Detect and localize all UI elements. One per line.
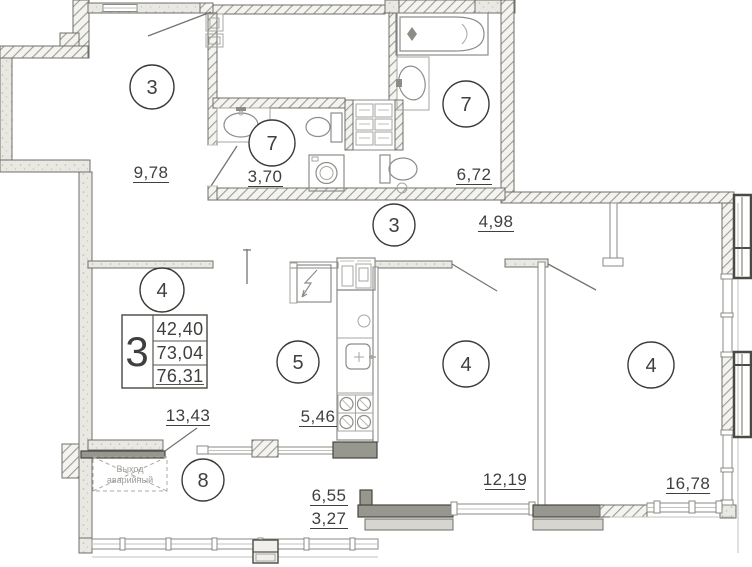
room-number-living: 4 xyxy=(156,280,167,302)
area-label-hall-top: 9,78 xyxy=(134,163,169,182)
exterior-walls xyxy=(0,0,737,554)
kitchen-sink-icon xyxy=(345,343,376,370)
stamp-living-area: 42,40 xyxy=(156,319,203,339)
area-label-kitchen: 5,46 xyxy=(301,407,336,426)
stamp-area: 73,04 xyxy=(156,343,203,363)
area-label-hall-right: 4,98 xyxy=(479,212,514,231)
area-label-bedroom-2: 16,78 xyxy=(666,474,711,493)
bathtub xyxy=(395,12,489,56)
facade-frame-top xyxy=(732,193,752,280)
area-label-bathroom: 6,72 xyxy=(457,165,492,184)
room-number-wc-small: 7 xyxy=(266,133,277,155)
wc-toilet xyxy=(305,112,343,143)
bathroom-sink xyxy=(396,56,430,111)
room-area-labels: 9,78 3,70 6,72 4,98 13,43 5,46 12,19 16,… xyxy=(133,163,710,529)
stamp-total-area: 76,31 xyxy=(156,366,203,386)
room-number-bathroom: 7 xyxy=(460,94,471,116)
room-number-badges xyxy=(129,64,675,502)
entry-cabinets xyxy=(205,13,224,48)
area-label-balcony-secondary: 3,27 xyxy=(312,509,347,528)
doors xyxy=(147,11,597,452)
windows xyxy=(80,193,752,564)
area-label-wc-small: 3,70 xyxy=(248,167,283,186)
emergency-exit-label-line2: аварийный xyxy=(107,475,153,485)
emergency-exit-marker: Выход аварийный xyxy=(92,456,168,492)
room-number-balcony: 8 xyxy=(197,470,208,492)
ventilation-shaft xyxy=(344,99,404,151)
area-label-bedroom-1: 12,19 xyxy=(483,470,528,489)
apartment-stamp: 3 42,40 73,04 76,31 xyxy=(121,314,208,389)
balcony-pier xyxy=(252,539,279,564)
stamp-rooms-count: 3 xyxy=(125,328,148,375)
interior-walls xyxy=(87,12,624,506)
room-number-hall-right: 3 xyxy=(388,215,399,237)
washing-machine xyxy=(308,154,345,192)
kitchen-counter xyxy=(336,257,376,441)
bathroom-toilet xyxy=(379,154,418,194)
room-number-bedroom-2: 4 xyxy=(645,355,656,377)
room-numbers: 3 7 7 3 4 5 4 4 8 xyxy=(146,77,656,492)
area-label-balcony: 6,55 xyxy=(312,486,347,505)
area-label-living: 13,43 xyxy=(166,406,211,425)
room-number-bedroom-1: 4 xyxy=(460,354,471,376)
facade-frame-bottom xyxy=(732,350,752,439)
electric-panel xyxy=(289,262,332,304)
emergency-exit-label-line1: Выход xyxy=(117,464,145,474)
room-number-hall-top: 3 xyxy=(146,77,157,99)
stove-icon xyxy=(337,394,374,432)
room-number-kitchen: 5 xyxy=(292,352,303,374)
